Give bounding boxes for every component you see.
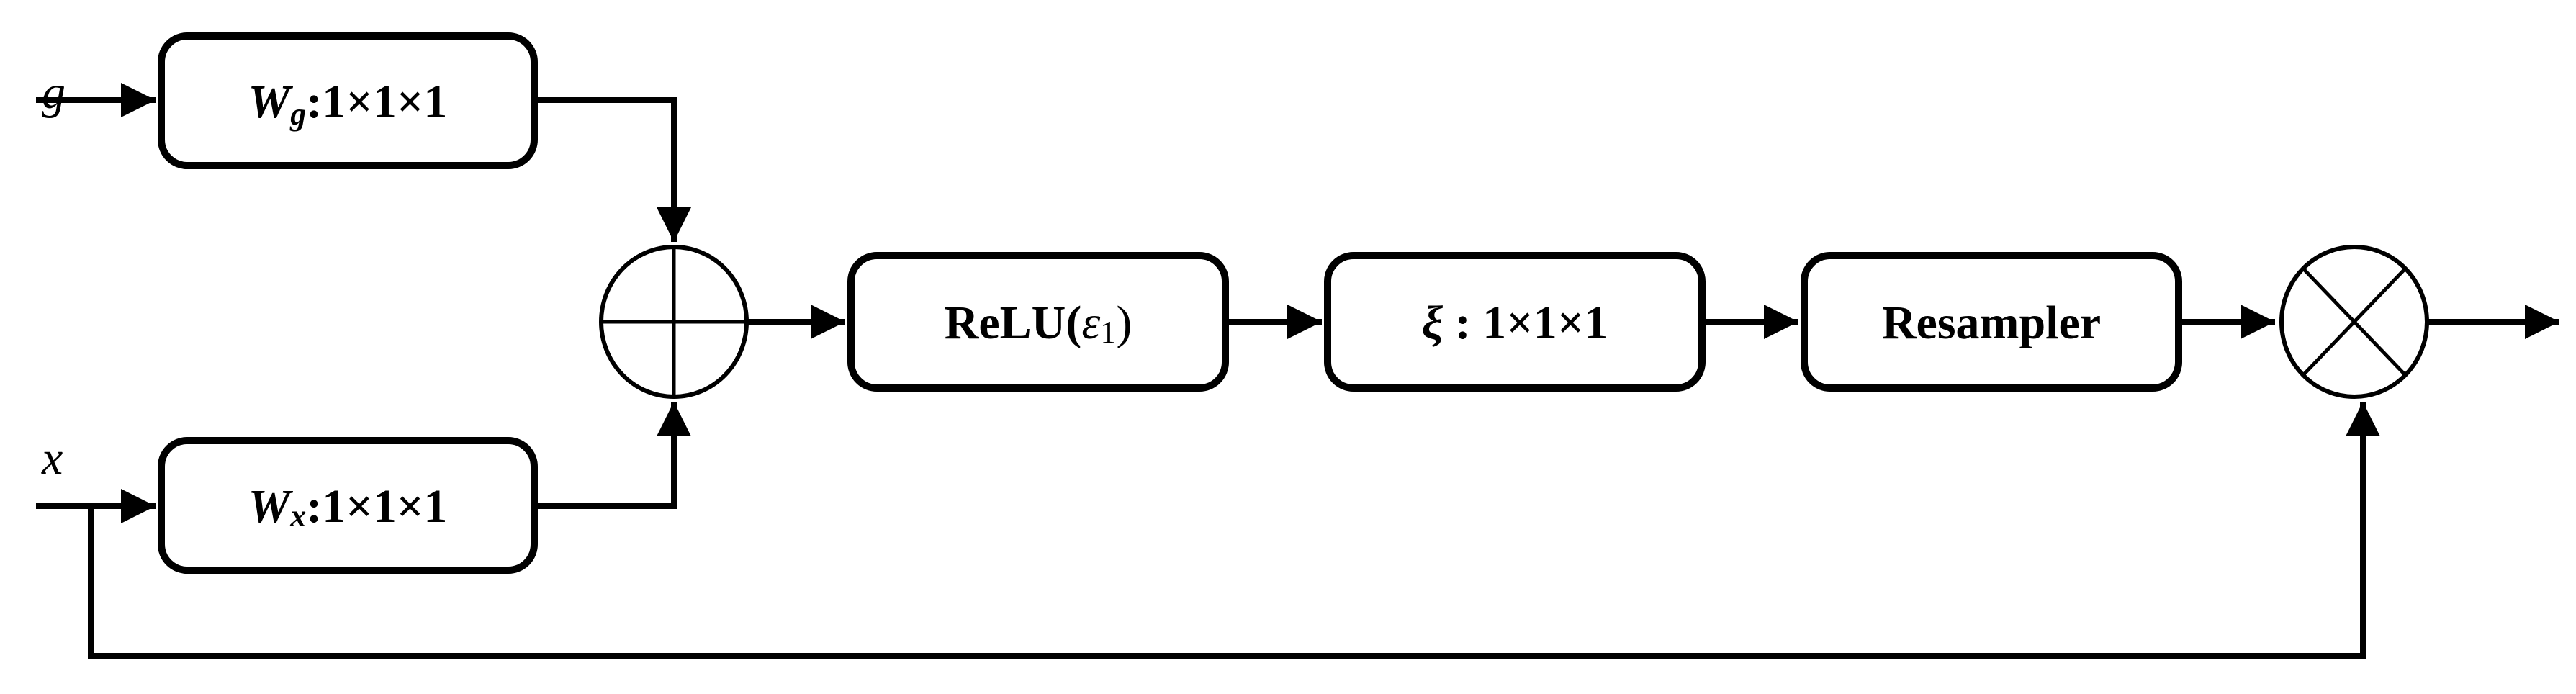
xi-kernel: : 1×1×1 — [1443, 297, 1608, 349]
svg-text:Wx:1×1×1: Wx:1×1×1 — [248, 480, 448, 533]
input-label-g: g — [42, 66, 66, 119]
relu-name: ReLU( — [945, 297, 1082, 349]
block-relu: ReLU(ε1) — [847, 252, 1229, 392]
arrow-wx-to-add — [534, 402, 691, 509]
svg-text:ReLU(ε1): ReLU(ε1) — [945, 297, 1132, 350]
wx-kernel: :1×1×1 — [306, 480, 447, 533]
relu-close: ) — [1116, 297, 1132, 349]
add-node-icon — [599, 245, 749, 399]
relu-param-sub: 1 — [1100, 315, 1116, 350]
skip-connection-x — [88, 402, 2380, 659]
arrow-wg-to-add — [534, 97, 691, 242]
block-resampler: Resampler — [1801, 252, 2182, 392]
wg-symbol: W — [248, 76, 294, 128]
wx-symbol: W — [248, 480, 294, 533]
relu-param: ε — [1081, 297, 1100, 349]
block-wx: Wx:1×1×1 — [158, 437, 538, 574]
xi-symbol: ξ — [1422, 297, 1444, 349]
wg-subscript: g — [289, 96, 306, 132]
svg-text:Wg:1×1×1: Wg:1×1×1 — [248, 76, 448, 132]
wx-subscript: x — [289, 498, 306, 533]
block-xi: ξ : 1×1×1 — [1324, 252, 1706, 392]
wg-kernel: :1×1×1 — [306, 76, 447, 128]
input-label-x: x — [41, 432, 63, 485]
svg-text:ξ : 1×1×1: ξ : 1×1×1 — [1422, 297, 1608, 349]
block-wg: Wg:1×1×1 — [158, 32, 538, 169]
multiply-node-icon — [2279, 245, 2429, 399]
resampler-label: Resampler — [1882, 297, 2101, 349]
